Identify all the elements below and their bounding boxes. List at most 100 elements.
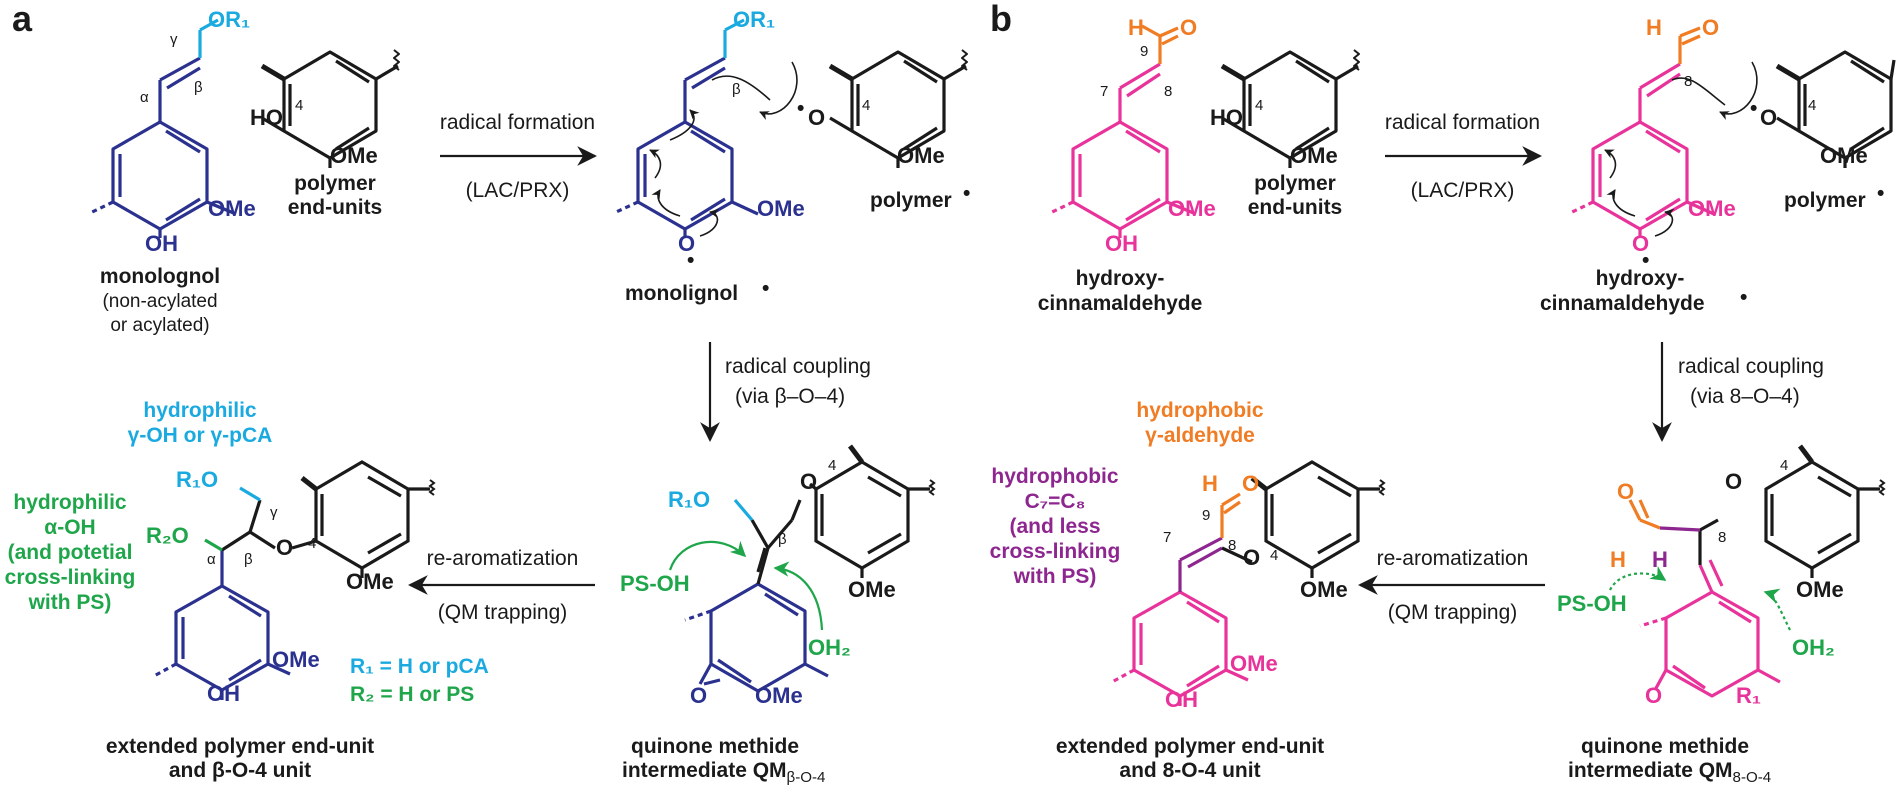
atom-o-radical-b: O (1632, 231, 1650, 256)
atom-o-qm-b-ald: O (1617, 479, 1635, 504)
atom-o-polymer-b: O (1760, 105, 1778, 130)
atom-oh2-qm-b: OH₂ (1792, 635, 1835, 660)
arrow-label-rearomatization-a: re-aromatization (426, 547, 579, 570)
monolignol-gamma (198, 18, 219, 58)
num-4-b: 4 (1255, 97, 1264, 114)
label-qm-2-a: intermediate QMβ-O-4 (622, 759, 826, 787)
label-beta-product: β (244, 551, 253, 568)
atom-ome-product-ring-a: OMe (272, 647, 320, 672)
dot-radical-o: • (687, 249, 695, 272)
arrow-label-radical-formation-b: radical formation (1384, 111, 1541, 134)
num-4-product-a: 4 (308, 535, 317, 552)
arrow-label-radical-coupling-b: radical coupling (1678, 355, 1824, 378)
dot-polymer-o-a: • (797, 97, 805, 120)
label-alpha: α (140, 89, 149, 106)
num-8-b2: 8 (1684, 73, 1693, 90)
num-4-polymer-a: 4 (862, 97, 871, 114)
annot-c7c8-1: hydrophobic (991, 465, 1119, 488)
atom-oh-product-a: OH (207, 681, 240, 706)
arrow-label-rearomatization-b: re-aromatization (1376, 547, 1529, 570)
product-c7c8-b (1178, 536, 1223, 592)
dot-radical-o-b: • (1642, 249, 1650, 272)
arrow-label-lac-prx-b: (LAC/PRX) (1410, 179, 1515, 202)
label-non-acylated: (non-acylated (102, 291, 218, 312)
label-end-units-b: end-units (1247, 196, 1343, 219)
atom-ome-product-b: OMe (1300, 577, 1348, 602)
aldehyde-group-b2 (1678, 26, 1701, 64)
dot-polymer-a: • (963, 182, 971, 205)
annot-c7c8-2: C₇=C₈ (1024, 490, 1086, 513)
aldehyde-group-b1 (1141, 24, 1179, 64)
annot-alpha-5: with PS) (28, 591, 112, 614)
label-qm-sub-a: β-O-4 (786, 769, 826, 787)
label-qm-main-b: intermediate QM (1568, 759, 1733, 782)
label-extended-1-b: extended polymer end-unit (1055, 735, 1325, 758)
product-phenyl-b (1221, 460, 1386, 578)
atom-ho-a: HO (250, 105, 283, 130)
atom-o-quinone-b: O (1645, 683, 1663, 708)
atom-or1-radical: OR₁ (733, 7, 776, 32)
radical-electron-arrows-b (1604, 61, 1758, 237)
product-ring-b (1111, 590, 1249, 706)
atom-o-quinone-a: O (690, 683, 708, 708)
atom-o-b1: O (1180, 15, 1198, 40)
arrow-label-qm-trapping-a: (QM trapping) (437, 601, 568, 624)
atom-ho-b: HO (1210, 105, 1243, 130)
dot-polymer-b: • (1877, 182, 1885, 205)
atom-ome-qm-a: OMe (848, 577, 896, 602)
qm-ring-a (684, 582, 829, 693)
label-monolognol: monolognol (99, 265, 221, 288)
dot-cinnamaldehyde: • (1740, 286, 1748, 309)
product-alpha-a (204, 538, 223, 552)
atom-ome-qm-b: OMe (1796, 577, 1844, 602)
label-extended-1-a: extended polymer end-unit (105, 735, 375, 758)
product-gamma-a (239, 486, 261, 502)
label-hydroxy-b2: hydroxy- (1595, 267, 1685, 290)
annot-r1-def: R₁ = H or pCA (350, 655, 489, 678)
qm-sidechain-b (1698, 444, 1886, 578)
label-beta: β (194, 79, 203, 96)
label-qm-1-b: quinone methide (1581, 735, 1749, 758)
atom-ome-b: OMe (1290, 143, 1338, 168)
num-9-b1: 9 (1140, 43, 1149, 60)
label-or-acylated: or acylated) (110, 315, 210, 336)
annot-alpha-3: (and potetial (7, 541, 133, 564)
panel-label-a: a (12, 0, 33, 39)
polymer-radical-a (828, 49, 968, 168)
atom-h-qm-b-ald: H (1610, 547, 1626, 572)
annot-c7c8-3: (and less (1009, 515, 1101, 538)
product-aldehyde-b (1220, 492, 1241, 538)
annot-alpha-4: cross-linking (4, 566, 136, 589)
num-8-product-b: 8 (1228, 537, 1237, 554)
label-polymer-radical-b: polymer (1784, 189, 1866, 212)
panel-label-b: b (990, 0, 1012, 39)
atom-r1o-qm: R₁O (668, 487, 711, 512)
atom-r1-quinone-b: R₁ (1736, 683, 1761, 708)
atom-h-product-b: H (1202, 471, 1218, 496)
atom-o-product-b: O (1243, 545, 1261, 570)
num-4-qm-a: 4 (828, 457, 837, 474)
num-9-product-b: 9 (1202, 507, 1211, 524)
monolignol-structure (89, 56, 237, 238)
label-gamma: γ (170, 31, 178, 48)
atom-ome-b2: OMe (1688, 196, 1736, 221)
qm-green-arrows-a (668, 540, 824, 631)
monolignol-radical-structure (613, 56, 759, 238)
label-hydroxy-b1: hydroxy- (1075, 267, 1165, 290)
label-polymer: polymer (294, 172, 376, 195)
atom-ome-polymer-b: OMe (1820, 143, 1868, 168)
num-4-a: 4 (295, 97, 304, 114)
num-7-b1: 7 (1100, 83, 1109, 100)
label-extended-2-b: and 8-O-4 unit (1119, 759, 1261, 782)
atom-ome-quinone-a: OMe (755, 683, 803, 708)
atom-ome: OMe (208, 196, 256, 221)
atom-ome-radical: OMe (757, 196, 805, 221)
label-extended-2-a: and β-O-4 unit (168, 759, 312, 782)
qm-aldehyde-b (1628, 499, 1661, 530)
num-4-product-b: 4 (1270, 547, 1279, 564)
label-gamma-product: γ (270, 504, 278, 521)
atom-ome-a: OMe (330, 143, 378, 168)
hydroxycinnamaldehyde-structure (1049, 62, 1197, 238)
num-8-b1: 8 (1164, 83, 1173, 100)
polymer-radical-b (1775, 50, 1896, 168)
